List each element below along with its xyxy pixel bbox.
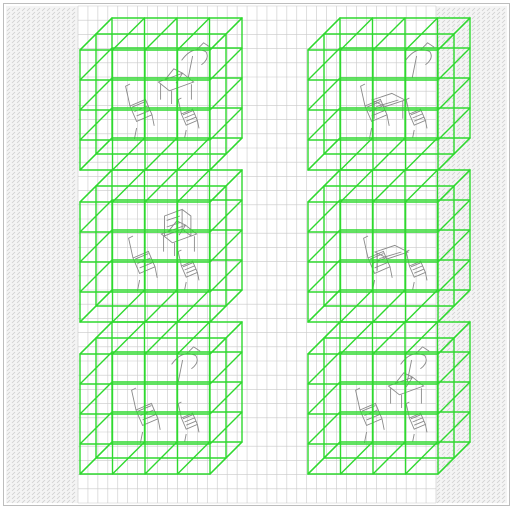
hatch-fill [436, 6, 507, 503]
left-hatched-floor-strip [6, 6, 78, 503]
right-hatched-floor-strip [436, 6, 507, 503]
